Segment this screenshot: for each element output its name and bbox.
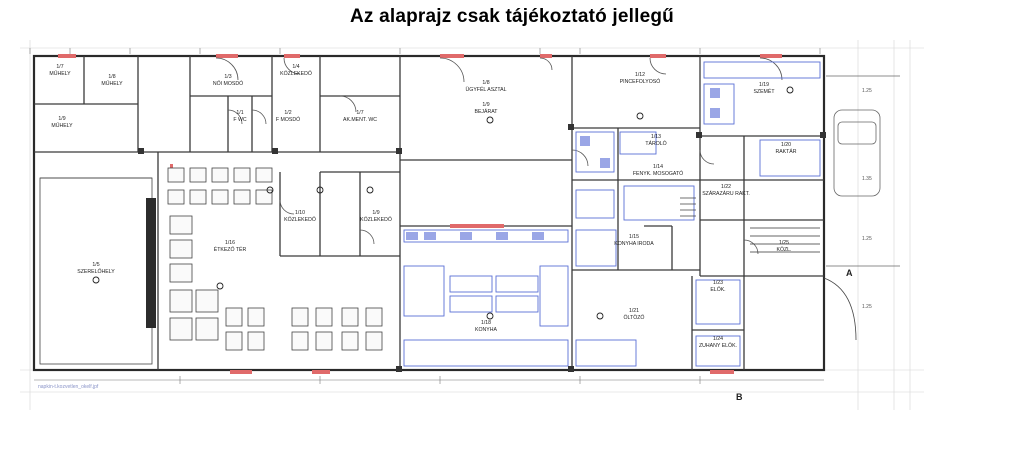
- room-label: 1/20: [781, 142, 791, 148]
- room-label: 1/9: [482, 102, 489, 108]
- footer-note: napkin-t.kozvetlen_okelf.jpf: [38, 384, 99, 390]
- light-fixtures: [92, 86, 794, 320]
- room-label: 1/10: [295, 210, 305, 216]
- room-label: 1/9: [372, 210, 379, 216]
- room-label: 1/9: [58, 116, 65, 122]
- room-label: MŰHELY: [49, 70, 71, 77]
- room-label: ELŐK.: [710, 286, 725, 293]
- dining-tables: [167, 167, 383, 351]
- room-label: 1/22: [721, 184, 731, 190]
- room-label: F MOSDÓ: [276, 116, 300, 123]
- room-label: 1/19: [759, 82, 769, 88]
- room-label: ÉTKEZŐ TÉR: [214, 246, 247, 253]
- room-label: KÖZLEKEDŐ: [360, 216, 392, 223]
- room-label: SZEMÉT: [753, 88, 775, 95]
- room-label: 1/8: [482, 80, 489, 86]
- room-label: SZERELŐHELY: [77, 268, 115, 275]
- kitchen-equipment: [403, 61, 821, 367]
- room-label: 1/21: [629, 308, 639, 314]
- room-label: MŰHELY: [51, 122, 73, 129]
- room-label: KÖZL.: [777, 246, 792, 253]
- section-mark-b: B: [736, 392, 743, 402]
- room-label: F WC: [233, 117, 247, 123]
- svg-text:1.35: 1.35: [862, 176, 872, 182]
- room-label: TÁROLÓ: [645, 140, 666, 147]
- room-label: 1/18: [481, 320, 491, 326]
- right-dims: 1.25 1.35 1.25 1.25: [862, 88, 872, 310]
- room-label: ÖLTÖZŐ: [624, 314, 645, 321]
- room-label: ÜGYFÉL ASZTAL: [466, 86, 507, 93]
- room-label: 1/8: [108, 74, 115, 80]
- room-label: 1/5: [92, 262, 99, 268]
- room-label: MŰHELY: [101, 80, 123, 87]
- room-label: 1/12: [635, 72, 645, 78]
- room-label: KONYHA IRODA: [614, 241, 654, 247]
- floor-plan-drawing: 1.251.35 1.251.25 1/7 MŰHELY 1/8 MŰHELY …: [20, 40, 924, 410]
- room-label: 1/4: [292, 64, 299, 70]
- room-label: 1/3: [224, 74, 231, 80]
- room-label: ZUHANY ELŐK.: [699, 342, 737, 349]
- svg-text:1.25: 1.25: [862, 88, 872, 94]
- room-label: 1/2: [284, 110, 291, 116]
- svg-text:1.25: 1.25: [862, 304, 872, 310]
- room-label: 1/14: [653, 164, 663, 170]
- svg-text:1.25: 1.25: [862, 236, 872, 242]
- section-mark-a: A: [846, 268, 853, 278]
- room-label: 1/15: [629, 234, 639, 240]
- room-label: 1/1: [236, 110, 243, 116]
- room-label: 1/24: [713, 336, 723, 342]
- door-marks: [58, 54, 782, 374]
- outer-walls: [32, 54, 826, 372]
- exterior-right: [826, 75, 900, 267]
- room-label: KÖZLEKEDŐ: [284, 216, 316, 223]
- room-label: AK.MENT. WC: [343, 117, 377, 123]
- pillars: [138, 124, 826, 372]
- room-label: NŐI MOSDÓ: [213, 80, 243, 87]
- room-label: 1/7: [356, 110, 363, 116]
- stair-hatch: [680, 197, 820, 253]
- page-title: Az alaprajz csak tájékoztató jellegű: [350, 6, 674, 27]
- room-label: PINCEFOLYOSÓ: [620, 78, 661, 85]
- room-label: SZÁRAZÁRU RAKT.: [702, 190, 750, 197]
- room-label: BEJÁRAT: [475, 108, 499, 115]
- dimension-ticks: [29, 48, 821, 54]
- hatched-wall: [146, 198, 156, 328]
- room-label: KONYHA: [475, 327, 497, 333]
- room-label: KÖZLEKEDŐ: [280, 70, 312, 77]
- room-label: 1/16: [225, 240, 235, 246]
- room-label: 1/25: [779, 240, 789, 246]
- room-label: 1/23: [713, 280, 723, 286]
- room-label: 1/7: [56, 64, 63, 70]
- bottom-dims: [34, 376, 824, 384]
- door-swings: [215, 57, 783, 255]
- room-label: 1/13: [651, 134, 661, 140]
- room-label: FENYK. MOSOGATÓ: [633, 170, 683, 177]
- right-curve: [823, 277, 857, 341]
- kitchen-fixtures: [406, 88, 720, 240]
- room-label: RAKTÁR: [775, 148, 796, 155]
- inner-walls: [34, 56, 824, 370]
